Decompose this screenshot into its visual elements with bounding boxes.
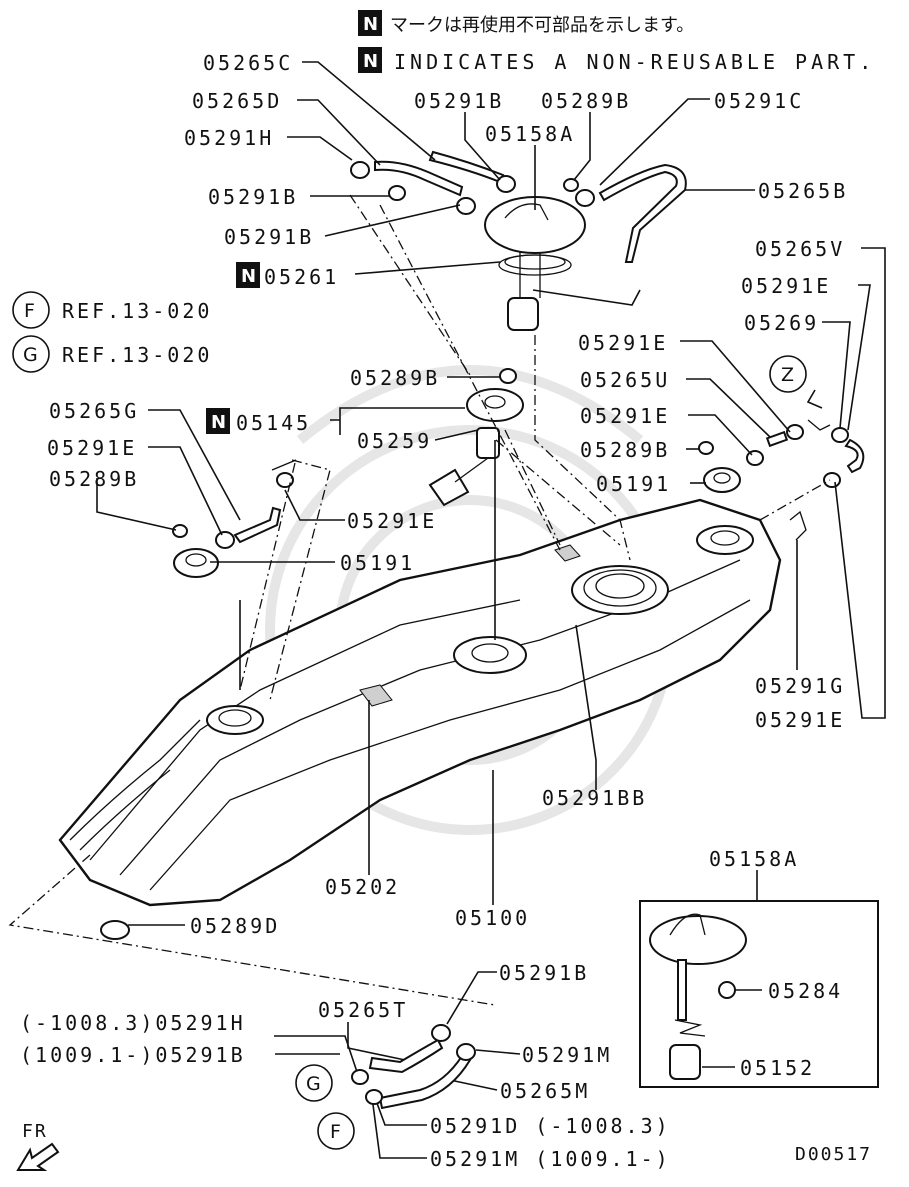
circle-f-bottom: F	[330, 1121, 341, 1143]
label-05291B-top: 05291B	[414, 89, 504, 113]
label-05265D: 05265D	[192, 89, 282, 113]
label-05265G: 05265G	[49, 399, 139, 423]
fuel-pump-module-top	[484, 196, 586, 331]
label-05158A: 05158A	[485, 122, 575, 146]
ref-g-label: REF.13-020	[62, 343, 212, 367]
fr-label: FR	[22, 1121, 48, 1142]
left-filler-parts	[172, 459, 297, 578]
label-05265M: 05265M	[500, 1079, 590, 1103]
n-badge-05261: N	[241, 266, 256, 287]
ref-circles: F G Z G F	[12, 291, 807, 1150]
label-05265U: 05265U	[580, 368, 670, 392]
label-05261: 05261	[264, 265, 339, 289]
n-badge-en: N	[363, 51, 378, 72]
label-05291D: 05291D (-1008.3)	[430, 1114, 671, 1138]
pump-detail-box	[639, 900, 879, 1088]
label-05291E-l: 05291E	[47, 436, 137, 460]
front-arrow: FR	[16, 1121, 60, 1171]
label-05289B-r: 05289B	[580, 438, 670, 462]
label-05291G: 05291G	[755, 674, 845, 698]
part-labels: 05265C 05265D 05291H 05291B 05291B 05291…	[20, 51, 848, 1171]
label-05191-r: 05191	[596, 472, 671, 496]
label-05259: 05259	[357, 429, 432, 453]
label-05291C: 05291C	[714, 89, 804, 113]
label-05152: 05152	[740, 1056, 815, 1080]
circle-g-label: G	[23, 344, 38, 366]
label-05202: 05202	[325, 875, 400, 899]
label-05265V: 05265V	[755, 237, 845, 261]
label-05291H: 05291H	[184, 126, 274, 150]
label-05289B-mid: 05289B	[350, 366, 440, 390]
label-05291B-b: 05291B	[224, 225, 314, 249]
label-05265C: 05265C	[203, 51, 293, 75]
label-05289B-top: 05289B	[541, 89, 631, 113]
label-05291B-bot2: (1009.1-)05291B	[20, 1043, 246, 1067]
circle-z-label: Z	[781, 364, 794, 386]
label-05289B-l: 05289B	[49, 467, 139, 491]
n-badge-jp: N	[363, 14, 378, 35]
label-05291B-bot: 05291B	[499, 961, 589, 985]
label-05100: 05100	[455, 906, 530, 930]
n-badges: N N	[206, 262, 260, 434]
label-05145: 05145	[236, 411, 311, 435]
ref-f-label: REF.13-020	[62, 299, 212, 323]
label-05291E-l2: 05291E	[347, 509, 437, 533]
note-en: INDICATES A NON-REUSABLE PART.	[394, 50, 875, 74]
label-05284: 05284	[768, 979, 843, 1003]
top-hoses	[350, 150, 687, 263]
label-05291B-a: 05291B	[208, 185, 298, 209]
label-05158A-box: 05158A	[709, 847, 799, 871]
bottom-hose-detail	[351, 1024, 476, 1110]
label-05191-l: 05191	[340, 551, 415, 575]
label-05291M-bot: 05291M (1009.1-)	[430, 1147, 671, 1171]
diagram-code: D00517	[795, 1144, 872, 1165]
label-05291E-r2: 05291E	[578, 331, 668, 355]
label-05265T: 05265T	[318, 998, 408, 1022]
note-jp: マークは再使用不可部品を示します。	[390, 15, 694, 36]
circle-g-bottom: G	[306, 1073, 321, 1095]
label-05291BB: 05291BB	[542, 786, 647, 810]
label-05291H-bot: (-1008.3)05291H	[20, 1011, 246, 1035]
n-badge-05145: N	[211, 412, 226, 433]
label-05291E-r3: 05291E	[580, 404, 670, 428]
label-05265B: 05265B	[758, 179, 848, 203]
leader-lines	[8, 61, 886, 1159]
non-reusable-note: N マークは再使用不可部品を示します。 N INDICATES A NON-RE…	[358, 10, 875, 74]
circle-f-label: F	[24, 300, 35, 322]
label-05291E-r4: 05291E	[755, 708, 845, 732]
label-05291M: 05291M	[522, 1043, 612, 1067]
label-05289D: 05289D	[190, 914, 280, 938]
fuel-sender-unit	[428, 368, 524, 507]
fuel-tank	[58, 498, 782, 940]
label-05269: 05269	[744, 311, 819, 335]
label-05291E-r1: 05291E	[741, 274, 831, 298]
